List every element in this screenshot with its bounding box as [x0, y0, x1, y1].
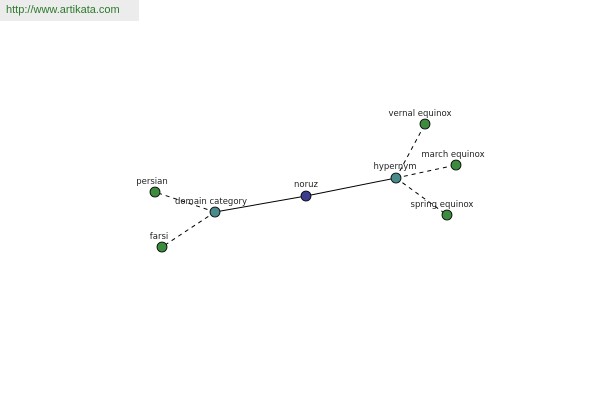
edge-hypernym-to-march-equinox	[395, 164, 457, 179]
edge-hypernym-to-spring-equinox	[395, 177, 448, 216]
node-march-equinox-dot[interactable]	[450, 159, 462, 171]
node-farsi-label: farsi	[150, 232, 169, 242]
node-persian[interactable]: persian	[136, 177, 168, 198]
node-march-equinox[interactable]: march equinox	[421, 150, 485, 171]
node-noruz-dot[interactable]	[300, 190, 312, 202]
node-spring-equinox[interactable]: spring equinox	[411, 200, 474, 221]
edges-layer	[154, 123, 457, 248]
node-vernal-equinox-dot[interactable]	[419, 118, 431, 130]
node-hypernym-label: hypernym	[373, 162, 416, 172]
node-spring-equinox-dot[interactable]	[441, 209, 453, 221]
edge-domain-category-to-farsi	[161, 211, 216, 248]
node-domain-category[interactable]: domain category	[175, 197, 247, 218]
edge-hypernym-to-vernal-equinox	[395, 123, 426, 179]
nodes-layer: noruz hypernym domain category vernal equin…	[136, 109, 485, 253]
node-domain-category-dot[interactable]	[209, 206, 221, 218]
node-farsi[interactable]: farsi	[150, 232, 169, 253]
node-farsi-dot[interactable]	[156, 241, 168, 253]
edge-noruz-to-domain-category	[214, 195, 307, 213]
edge-domain-category-to-persian	[154, 191, 216, 213]
node-noruz-label: noruz	[294, 180, 318, 190]
node-domain-category-label: domain category	[175, 197, 247, 207]
node-persian-label: persian	[136, 177, 168, 187]
node-noruz[interactable]: noruz	[294, 180, 319, 202]
node-spring-equinox-label: spring equinox	[411, 200, 474, 210]
node-persian-dot[interactable]	[149, 186, 161, 198]
node-hypernym[interactable]: hypernym	[373, 162, 417, 184]
node-hypernym-dot[interactable]	[390, 172, 402, 184]
node-vernal-equinox-label: vernal equinox	[389, 109, 452, 119]
edge-noruz-to-hypernym	[305, 177, 397, 197]
node-vernal-equinox[interactable]: vernal equinox	[389, 109, 452, 130]
artikata-watermark: http://www.artikata.com	[0, 0, 139, 21]
node-march-equinox-label: march equinox	[421, 150, 484, 160]
